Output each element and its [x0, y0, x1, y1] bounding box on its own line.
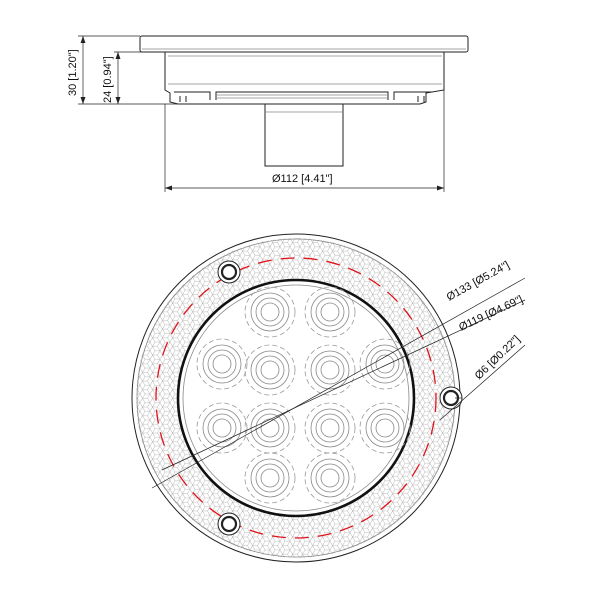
lamp-body-outline: [164, 52, 445, 105]
led-array: [196, 286, 411, 504]
lens-edge: [176, 278, 416, 518]
led: [196, 338, 248, 390]
led: [244, 344, 296, 396]
led: [359, 338, 411, 390]
hole-diameter-label: Ø6 [Ø0.22"]: [473, 333, 523, 382]
led: [196, 402, 248, 454]
body-diameter-label: Ø112 [4.41"]: [272, 173, 333, 185]
mounting-hole: [439, 386, 463, 410]
mounting-holes: [217, 260, 463, 536]
mounting-hole: [217, 260, 241, 284]
red-marker-ring: [155, 257, 437, 539]
led: [304, 402, 356, 454]
led: [244, 452, 296, 504]
led: [304, 344, 356, 396]
mounting-hole: [217, 512, 241, 536]
led: [304, 452, 356, 504]
side-view: 30 [1.20"] 24 [0.94"] Ø112 [4.41"]: [67, 35, 469, 192]
led: [304, 286, 356, 338]
body-height-label: 24 [0.94"]: [102, 56, 114, 103]
overall-height-label: 30 [1.20"]: [67, 49, 79, 96]
front-view: Ø133 [Ø5.24"] Ø119 [Ø4.69"] Ø6 [Ø0.22"]: [130, 230, 526, 570]
led: [359, 402, 411, 454]
led: [244, 286, 296, 338]
connector-stub: [264, 103, 344, 167]
flange-outline: [139, 35, 469, 53]
